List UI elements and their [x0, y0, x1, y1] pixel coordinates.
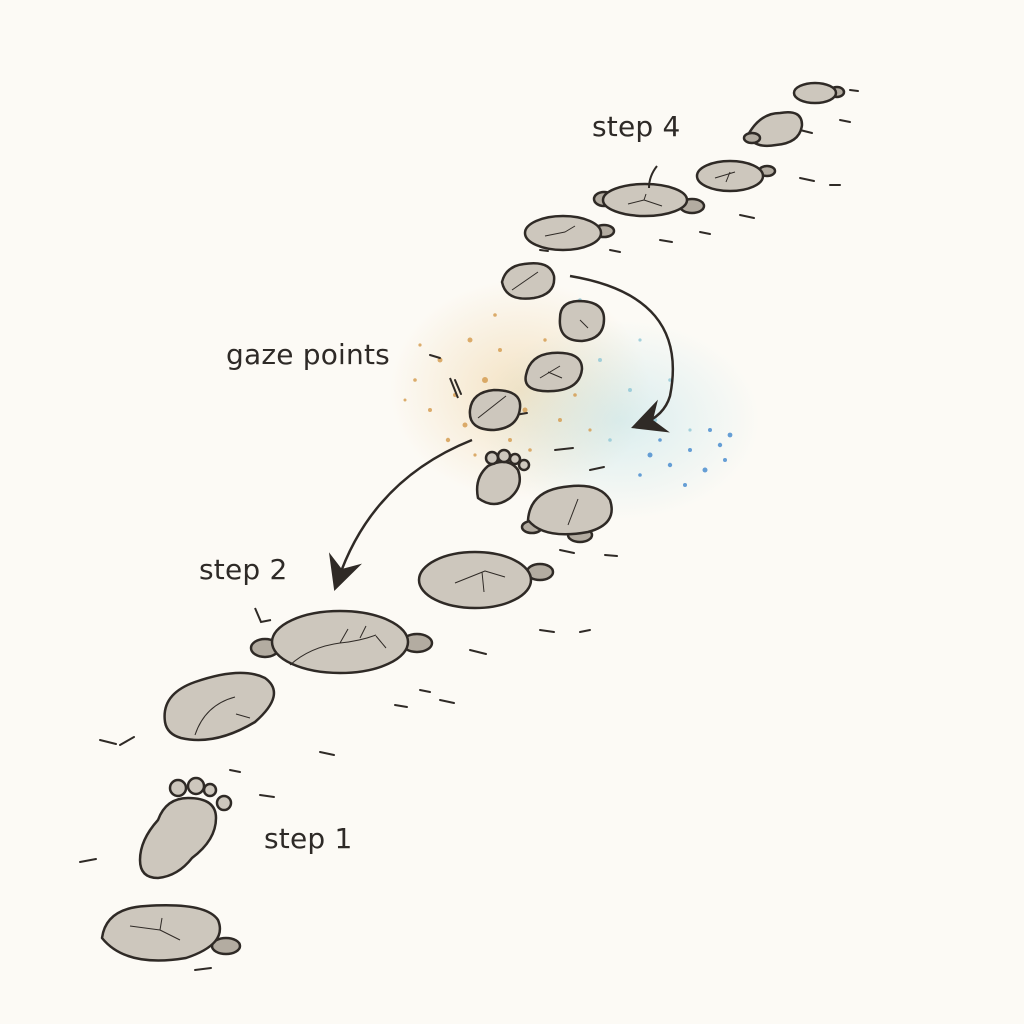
stone-step2	[249, 609, 434, 675]
arrow-right-curve	[569, 274, 675, 433]
stone-11	[417, 550, 555, 610]
stone-top-3	[695, 159, 777, 193]
pointer-ticks	[254, 165, 658, 624]
stone-5	[523, 214, 616, 252]
path-scuff-marks	[79, 89, 859, 971]
stones	[100, 81, 846, 962]
stone-bottom	[100, 904, 242, 962]
stone-9	[468, 388, 522, 432]
stone-10	[520, 484, 613, 544]
stone-top-1	[792, 81, 846, 105]
label-step-2: step 2	[199, 553, 288, 586]
stone-7	[558, 299, 606, 343]
label-step-4: step 4	[592, 110, 681, 143]
stone-step4	[592, 182, 706, 218]
arrow-left-curve	[328, 438, 473, 592]
step2-pointer	[254, 607, 272, 624]
stone-12	[163, 671, 276, 742]
step4-pointer	[648, 165, 658, 189]
stone-top-2	[742, 111, 804, 148]
arrows	[328, 274, 675, 592]
gaze-pointer	[449, 377, 459, 399]
stone-6	[500, 262, 556, 300]
label-step-1: step 1	[264, 822, 353, 855]
footprint-upper	[475, 448, 531, 506]
label-gaze-points: gaze points	[226, 338, 390, 371]
footprint-step1	[138, 776, 233, 880]
stone-8	[524, 351, 584, 393]
